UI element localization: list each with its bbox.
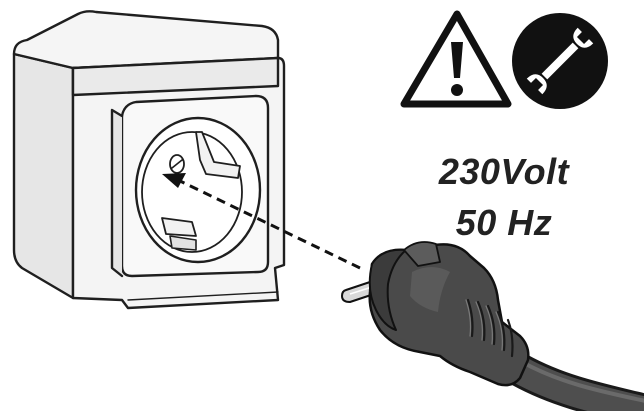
ground-clip-bottom bbox=[161, 217, 197, 237]
frequency-label: 50 Hz bbox=[455, 202, 553, 243]
warning-triangle-icon bbox=[400, 10, 512, 108]
socket-top-face bbox=[12, 10, 280, 70]
insertion-arrowhead bbox=[162, 173, 186, 188]
wrench-icon bbox=[512, 13, 608, 109]
plug-face bbox=[368, 248, 407, 331]
insertion-arrow bbox=[162, 173, 361, 270]
wall-socket bbox=[12, 10, 286, 310]
power-cable bbox=[511, 354, 644, 416]
voltage-label: 230Volt bbox=[438, 151, 570, 192]
socket-side-face bbox=[12, 52, 75, 300]
plug-body bbox=[368, 243, 530, 387]
ground-clip-top bbox=[195, 131, 241, 179]
schuko-plug bbox=[341, 241, 530, 387]
insertion-path-dashed bbox=[177, 178, 361, 270]
